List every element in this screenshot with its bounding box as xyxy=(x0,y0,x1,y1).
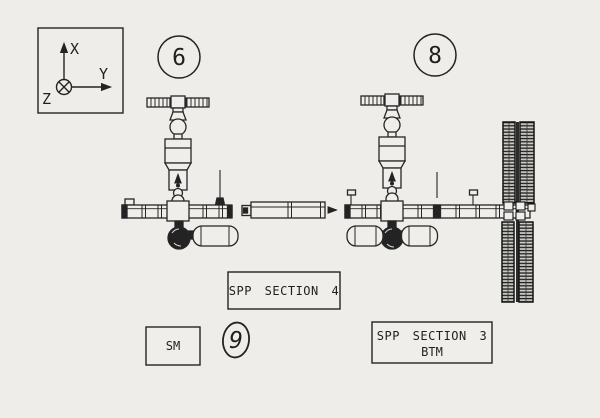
attached-tank-module xyxy=(192,225,239,247)
antenna-base xyxy=(214,197,226,206)
label-box-spp-section-4: SPP SECTION 4 xyxy=(227,271,341,310)
cargo-module xyxy=(241,201,338,219)
spp-section-3-label: SPP SECTION 3 xyxy=(377,329,487,343)
callout-step-9-number: 9 xyxy=(229,328,243,354)
axis-x-label: X xyxy=(70,40,79,58)
truss-node xyxy=(166,200,190,222)
btm-label: BTM xyxy=(421,345,443,359)
truss-right xyxy=(344,172,531,250)
truss-node xyxy=(380,200,404,222)
callout-step-6-number: 6 xyxy=(172,45,186,71)
callout-step-9: 9 xyxy=(222,321,250,359)
truss-post xyxy=(346,189,357,196)
sm-label: SM xyxy=(166,339,180,353)
attached-tank-module xyxy=(400,225,439,247)
spp-section-4-label: SPP SECTION 4 xyxy=(229,284,339,298)
spp-solar-array-tower xyxy=(501,121,536,303)
spacecraft-right-stack xyxy=(361,94,423,205)
truss-end-cap xyxy=(344,204,351,219)
axis-z-into-page-symbol xyxy=(55,78,73,96)
callout-step-6: 6 xyxy=(157,35,201,79)
spacecraft-left-stack xyxy=(147,96,209,207)
label-box-spp-section-3-btm: SPP SECTION 3 BTM xyxy=(371,321,493,364)
truss-end-cap xyxy=(226,205,233,218)
truss-end-cap xyxy=(121,204,128,219)
label-box-sm: SM xyxy=(145,326,201,366)
coordinate-frame-box xyxy=(37,27,124,114)
axis-y-label: Y xyxy=(99,65,108,83)
antenna-base xyxy=(432,204,442,219)
truss-post xyxy=(468,189,479,196)
axis-z-label: Z xyxy=(42,90,51,108)
truss-left xyxy=(121,170,239,250)
attached-tank-module xyxy=(346,225,384,247)
coordinate-frame: X Y Z xyxy=(37,27,124,114)
callout-step-8: 8 xyxy=(413,33,457,77)
callout-step-8-number: 8 xyxy=(428,43,442,69)
array-attachment-node xyxy=(503,201,536,221)
